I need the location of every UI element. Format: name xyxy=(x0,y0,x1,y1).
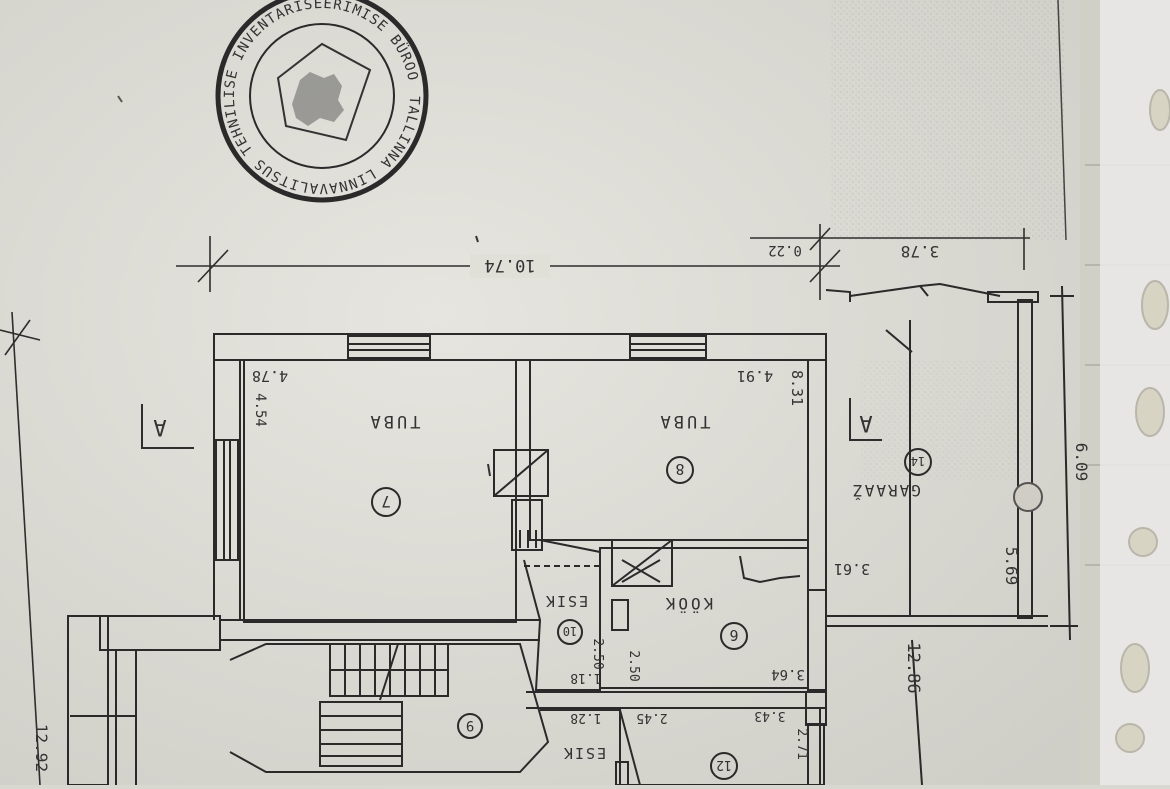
room-8-dim-a: 4.91 xyxy=(737,367,773,385)
room-11-dim-b: 2.45 xyxy=(636,710,667,725)
room-10-dim-a: 2.50 xyxy=(590,638,605,669)
room-6-dim-b: 3.64 xyxy=(771,666,805,682)
section-mark-right: A xyxy=(859,410,872,435)
room-6-number: 6 xyxy=(729,626,738,644)
room-8-name: TUBA xyxy=(658,411,711,431)
dim-garage-inner: 3.61 xyxy=(834,560,870,578)
room-14-number: 14 xyxy=(911,454,925,468)
room-14-name: GARAAŽ xyxy=(851,481,921,500)
dim-top-small: 0.22 xyxy=(768,242,802,258)
dim-garage-depth: 5.69 xyxy=(1002,547,1021,586)
room-12-number: 12 xyxy=(716,757,732,772)
left-dimension-line xyxy=(0,311,41,786)
room-8-number: 8 xyxy=(675,460,684,478)
room-11-dim-a: 1.28 xyxy=(570,710,601,725)
section-mark-left: A xyxy=(153,414,166,439)
room-8-dim-b: 8.31 xyxy=(788,370,806,406)
room-7-name: TUBA xyxy=(368,411,421,431)
dim-left-total: 12.92 xyxy=(32,724,51,772)
toner-smudge xyxy=(830,0,1065,240)
section-marks xyxy=(141,398,882,449)
punch-holes xyxy=(1115,89,1170,753)
dim-top-garage: 3.78 xyxy=(901,242,940,261)
room-9-number: 9 xyxy=(466,717,474,733)
room-10-number: 10 xyxy=(563,624,577,638)
room-10-name: ESIK xyxy=(544,592,588,610)
dim-right-total: 12.86 xyxy=(903,642,923,693)
room-7-dim-b: 4.54 xyxy=(252,393,268,427)
dim-garage-width: 6.09 xyxy=(1072,443,1091,482)
room-7-number: 7 xyxy=(381,492,391,511)
room-7-dim-a: 4.78 xyxy=(252,367,288,385)
room-10-dim-b: 1.18 xyxy=(570,670,601,685)
room-12-dim-b: 2.71 xyxy=(794,728,809,759)
dim-top-total: 10.74 xyxy=(484,255,535,275)
room-12-dim-a: 3.43 xyxy=(754,708,785,723)
garage-walls xyxy=(825,282,1078,786)
room-11-name: ESIK xyxy=(562,744,606,762)
room-6-name: KÖÖK xyxy=(663,594,714,613)
room-6-dim-a: 2.50 xyxy=(626,650,641,681)
building-walls xyxy=(67,333,827,786)
